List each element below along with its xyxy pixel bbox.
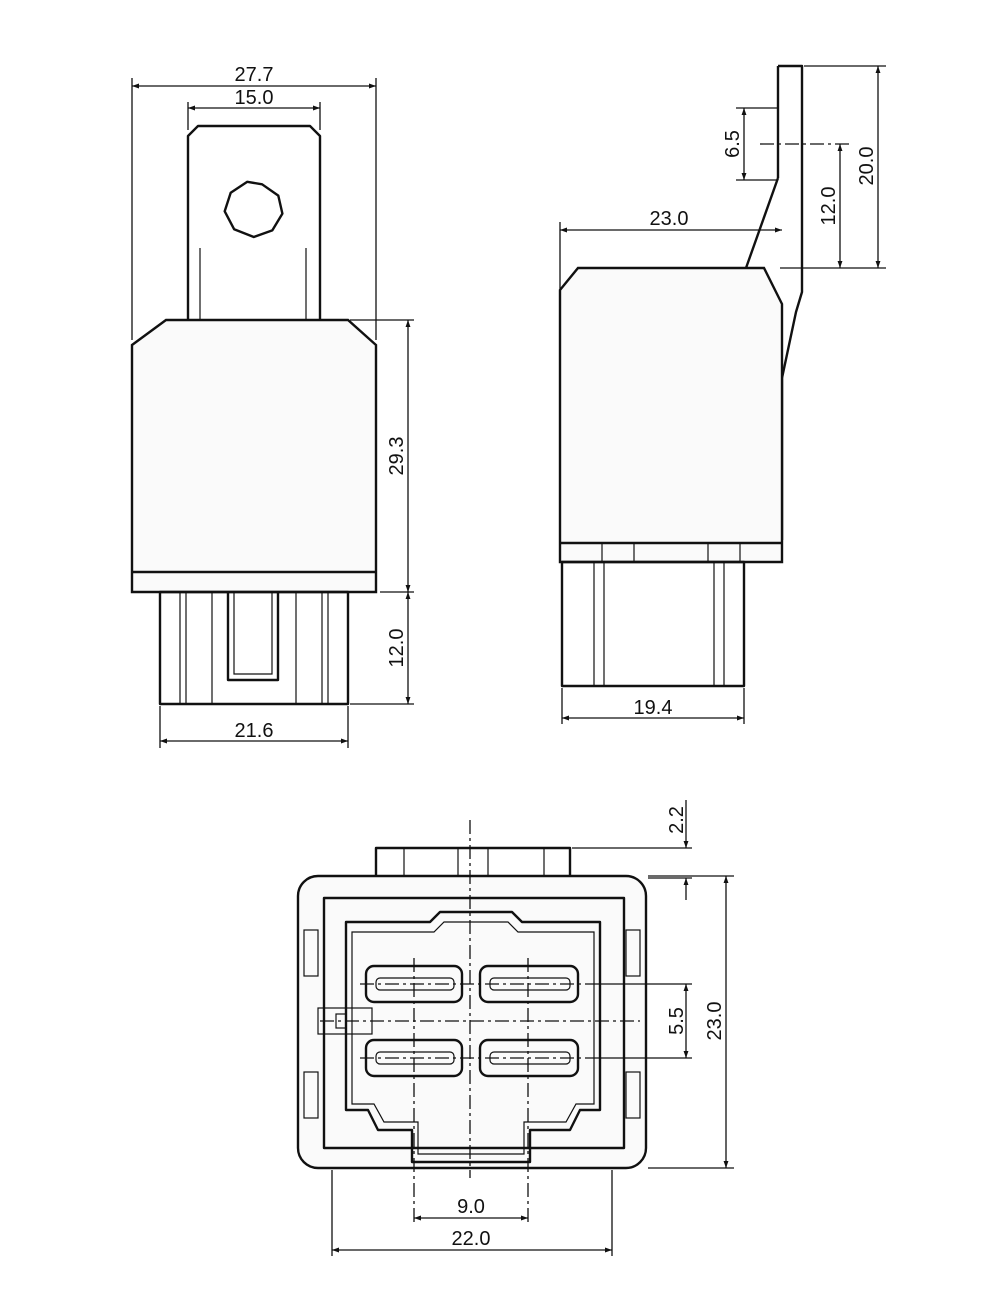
dim-overall-width-bottom: 22.0 [331,1170,613,1256]
dim-label-5-5: 5.5 [666,1007,688,1035]
dim-label-20-0: 20.0 [856,147,878,186]
dim-tab-width: 15.0 [187,87,321,130]
dim-label-23-0-bottom: 23.0 [704,1002,726,1041]
mounting-hole [223,180,284,239]
dim-label-9-0: 9.0 [457,1196,485,1218]
bottom-key [374,846,572,880]
dim-label-12-0-side: 12.0 [818,187,840,226]
side-view: 23.0 6.5 12.0 20.0 19.4 [558,64,886,724]
dim-pin-spacing-vertical: 5.5 [600,983,692,1059]
dim-label-21-6: 21.6 [235,720,274,742]
dim-label-12-0-front: 12.0 [386,629,408,668]
dim-label-6-5: 6.5 [722,130,744,158]
dim-pin-span-side: 19.4 [561,688,745,724]
bottom-view: 2.2 5.5 23.0 9.0 22.0 [296,800,734,1256]
dim-label-29-3: 29.3 [386,437,408,476]
dim-label-22-0: 22.0 [452,1228,491,1250]
front-terminals [158,590,350,706]
dim-label-27-7: 27.7 [235,64,274,86]
dim-body-depth: 23.0 [559,208,782,300]
dim-bracket-length: 12.0 [780,144,846,269]
center-lines [320,820,640,1224]
front-view: 27.7 15.0 29.3 12.0 21.6 [130,64,414,748]
dim-overall-height: 23.0 [648,875,734,1169]
dim-pin-span-front: 21.6 [159,706,349,748]
dim-bracket-height: 20.0 [804,65,886,269]
side-terminals [560,560,746,688]
mounting-tab [186,124,322,320]
side-clips [303,929,641,1119]
dim-label-23-0-side: 23.0 [650,208,689,230]
dim-hole-offset: 6.5 [722,107,850,181]
front-housing [130,318,378,594]
dim-label-19-4: 19.4 [634,697,673,719]
side-housing [558,266,784,564]
bottom-inner-wall [322,896,626,1150]
bottom-housing [296,874,648,1170]
dim-label-2-2: 2.2 [666,806,688,834]
socket-cavity-outer [344,910,602,1164]
socket-cavity-inner [351,921,595,1155]
dim-pin-length: 12.0 [350,592,414,705]
dim-body-height: 29.3 [350,319,414,593]
dim-key-height: 2.2 [572,800,692,900]
dim-label-15-0: 15.0 [235,87,274,109]
dim-overall-width: 27.7 [131,64,377,340]
dim-pin-spacing-horizontal: 9.0 [414,1196,528,1221]
